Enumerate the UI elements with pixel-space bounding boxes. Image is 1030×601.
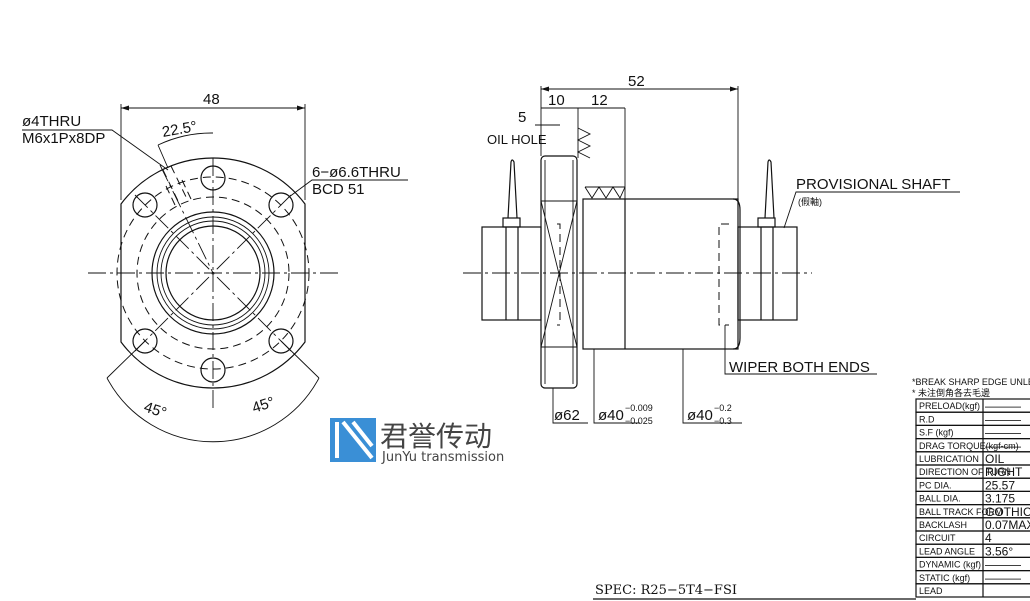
table-value: ——— <box>985 399 1021 413</box>
table-value: ——— <box>985 426 1021 440</box>
table-label: BACKLASH <box>919 520 967 530</box>
table-row: LEAD <box>915 583 1030 598</box>
table-label: DYNAMIC (kgf) <box>919 560 981 570</box>
hole-note-2: M6x1Px8DP <box>22 130 105 147</box>
flange <box>540 155 578 389</box>
table-label: LEAD ANGLE <box>919 546 975 556</box>
table-label: S.F (kgf) <box>919 428 954 438</box>
table-value: ——— <box>985 439 1021 453</box>
company-logo: 君誉传动 JunYu transmission <box>330 418 504 465</box>
table-label: BALL DIA. <box>919 494 961 504</box>
grease-nipple-right <box>757 159 776 320</box>
table-value: 4 <box>985 531 992 545</box>
table-label: PRELOAD(kgf) <box>919 401 980 411</box>
note-en: *BREAK SHARP EDGE UNLESS OTHER SPECIFIED <box>912 377 1030 387</box>
flange-dim: 10 <box>548 92 565 109</box>
table-cell-border <box>915 583 1030 598</box>
table-value: 3.175 <box>985 492 1015 506</box>
table-label: STATIC (kgf) <box>919 573 970 583</box>
pilot-tol-upper: −0.009 <box>625 403 653 413</box>
bolt-note-1: 6−ø6.6THRU <box>312 164 401 181</box>
pilot-tol-lower: −0.025 <box>625 416 653 426</box>
logo-en: JunYu transmission <box>381 450 504 465</box>
bolt-hole <box>268 328 294 354</box>
bolt-note-2: BCD 51 <box>312 181 365 198</box>
provisional-shaft-cn: (假軸) <box>798 196 822 207</box>
table-label: PC DIA. <box>919 480 952 490</box>
table-value: ——— <box>985 412 1021 426</box>
spec-label: SPEC: R25−5T4−FSI <box>595 583 737 598</box>
grease-nipple-left <box>502 159 521 320</box>
table-value: ——— <box>985 558 1021 572</box>
body-tol-lower: −0.3 <box>714 416 732 426</box>
table-label: R.D <box>919 414 935 424</box>
provisional-shaft-label: PROVISIONAL SHAFT <box>796 176 950 193</box>
table-value: RIGHT <box>985 465 1023 479</box>
length-dim: 52 <box>628 73 645 90</box>
table-row: BACKLASH 0.07MAX <box>915 517 1030 532</box>
table-row: STATIC (kgf) ——— <box>915 569 1030 585</box>
flange-dia: ø62 <box>554 407 580 424</box>
table-row: PC DIA. 25.57 <box>915 477 1030 492</box>
table-label: DRAG TORQUE(kgf-cm) <box>919 441 1019 451</box>
angle-left: 45° <box>142 399 169 422</box>
angle-dim: 22.5° <box>161 118 199 141</box>
table-row: PRELOAD(kgf) ——— <box>915 398 1030 413</box>
flange-outline <box>120 157 306 389</box>
table-label: LEAD <box>919 586 943 596</box>
table-label: LUBRICATION <box>919 454 979 464</box>
table-value: GOTHIC <box>985 505 1030 519</box>
table-row: DYNAMIC (kgf) ——— <box>915 556 1030 572</box>
body-tol-upper: −0.2 <box>714 403 732 413</box>
table-value: 3.56° <box>985 544 1013 558</box>
pilot-dim: 12 <box>591 92 608 109</box>
note-cn: * 未注倒角各去毛邊 <box>912 387 990 398</box>
front-view: 48 22.5° ø4THRU M6x1Px8DP 6−ø6.6THRU BCD… <box>22 91 408 443</box>
table-row: LEAD ANGLE 3.56° <box>915 543 1030 558</box>
table-value: 25.57 <box>985 478 1015 492</box>
table-value: OIL <box>985 452 1005 466</box>
table-label: DIRECTION OF TURN <box>919 467 1011 477</box>
wiper-label: WIPER BOTH ENDS <box>729 359 870 376</box>
oil-hole-label: OIL HOLE <box>487 132 547 147</box>
bolt-hole <box>200 357 226 383</box>
pilot-dia: ø40 <box>598 407 624 424</box>
nut-body <box>582 198 739 350</box>
table-label: CIRCUIT <box>919 533 956 543</box>
body-dia: ø40 <box>687 407 713 424</box>
oil-dim: 5 <box>518 109 526 126</box>
table-row: S.F (kgf) ——— <box>915 424 1030 440</box>
table-value: ——— <box>985 571 1021 585</box>
logo-cn: 君誉传动 <box>380 420 492 453</box>
bolt-hole <box>132 192 158 218</box>
side-view: 52 10 12 5 OIL HOLE PROVISIONAL SHAFT (假… <box>463 73 960 426</box>
table-row: CIRCUIT 4 <box>915 530 1030 545</box>
shaft-left <box>481 226 542 321</box>
spec-table: *BREAK SHARP EDGE UNLESS OTHER SPECIFIED… <box>912 377 1030 598</box>
table-row: BALL DIA. 3.175 <box>915 490 1030 506</box>
table-value: 0.07MAX <box>985 518 1030 532</box>
bolt-hole <box>132 328 158 354</box>
width-dim: 48 <box>203 91 220 108</box>
table-row: LUBRICATION OIL <box>915 451 1030 466</box>
table-row: DRAG TORQUE(kgf-cm)——— <box>915 438 1030 453</box>
shaft-right <box>737 226 798 321</box>
bolt-hole <box>268 192 294 218</box>
table-row: R.D ——— <box>915 411 1030 426</box>
angle-right: 45° <box>250 394 277 417</box>
table-label: BALL TRACK FORM <box>919 507 1003 517</box>
hole-note-1: ø4THRU <box>22 113 81 130</box>
